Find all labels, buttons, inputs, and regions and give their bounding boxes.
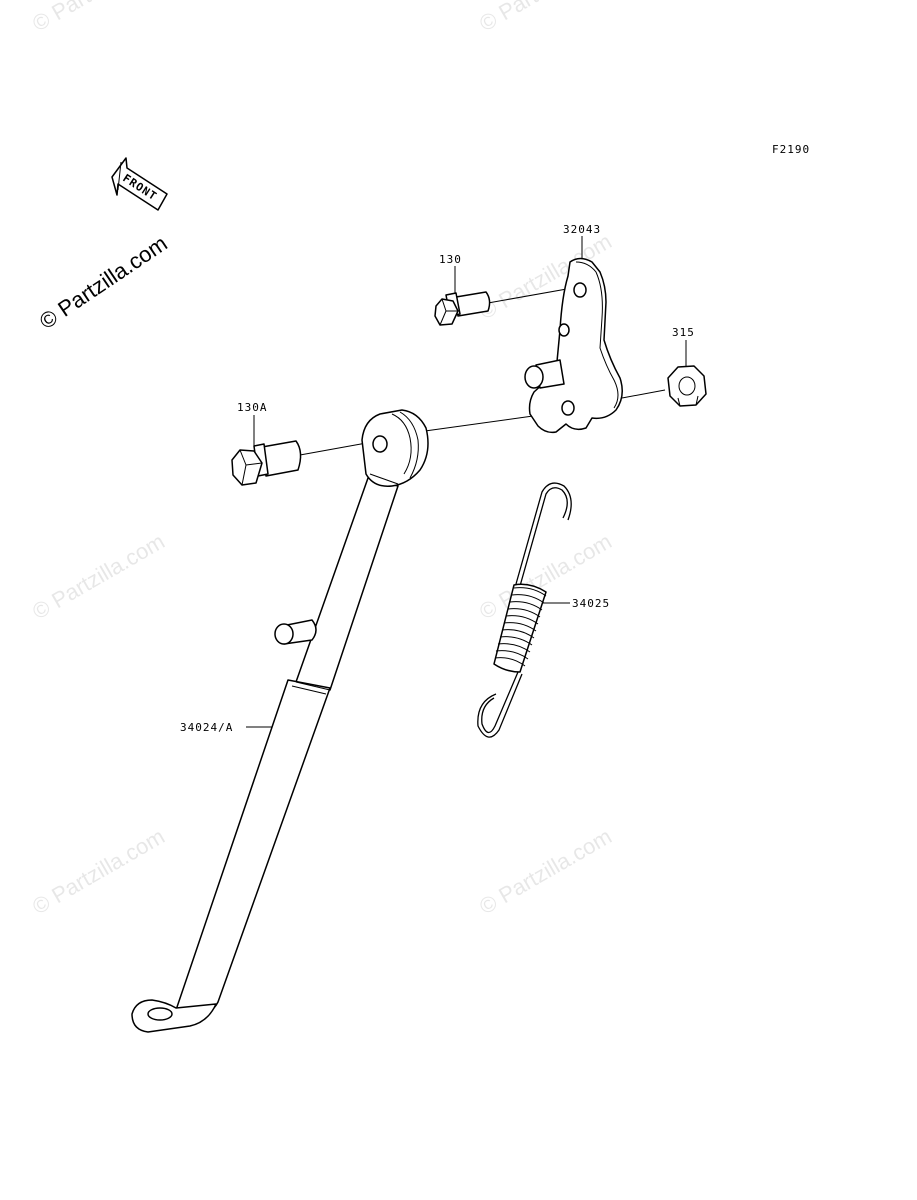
watermark-tile: © Partzilla.com <box>28 824 169 920</box>
spring-34025-drawing <box>477 482 572 738</box>
label-315: 315 <box>672 326 695 339</box>
label-34024a: 34024/A <box>180 721 233 734</box>
watermark-tile: © Partzilla.com <box>475 0 616 36</box>
bracket-32043-drawing <box>524 257 623 434</box>
figure-code: F2190 <box>772 143 810 156</box>
watermark-tile: © Partzilla.com <box>28 529 169 625</box>
label-130: 130 <box>439 253 462 266</box>
watermark-tile: © Partzilla.com <box>28 0 169 36</box>
watermark-tile: © Partzilla.com <box>475 824 616 920</box>
label-34025: 34025 <box>572 597 610 610</box>
bolt-130a-drawing <box>231 440 302 486</box>
watermark-main: © Partzilla.com <box>35 231 172 335</box>
nut-315-drawing <box>667 365 707 407</box>
leader-lines <box>246 236 687 728</box>
bolt-130-drawing <box>434 291 491 326</box>
watermark-tiles: © Partzilla.com © Partzilla.com © Partzi… <box>28 0 616 919</box>
side-stand-34024a-drawing <box>131 409 429 1033</box>
label-32043: 32043 <box>563 223 601 236</box>
label-130a: 130A <box>237 401 268 414</box>
front-arrow: FRONT <box>111 157 168 211</box>
